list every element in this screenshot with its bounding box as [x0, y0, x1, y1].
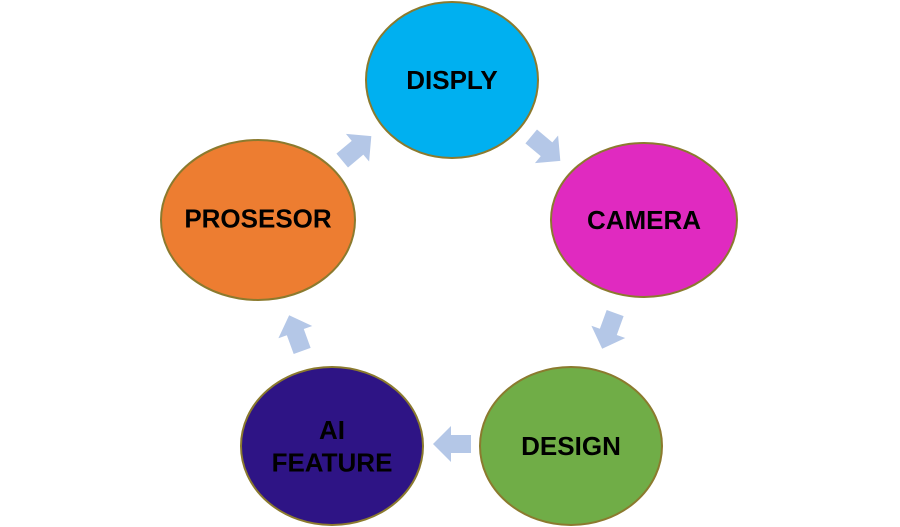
- arrow-processor-to-display: [336, 133, 372, 168]
- arrows: [278, 129, 626, 462]
- node-design-label: DESIGN: [521, 431, 621, 461]
- node-camera-label: CAMERA: [587, 205, 701, 235]
- node-processor: PROSESOR: [160, 139, 356, 301]
- arrow-camera-to-design: [591, 310, 626, 349]
- node-processor-shape: [160, 139, 356, 301]
- arrow-display-to-camera: [525, 129, 561, 164]
- node-camera: CAMERA: [550, 142, 738, 298]
- node-processor-label: PROSESOR: [184, 204, 332, 234]
- arrow-design-to-ai-feature: [433, 426, 471, 462]
- node-camera-shape: [550, 142, 738, 298]
- node-display: DISPLY: [365, 1, 539, 159]
- node-design: DESIGN: [479, 366, 663, 526]
- node-display-shape: [365, 1, 539, 159]
- node-display-label: DISPLY: [406, 65, 498, 95]
- arrow-ai-feature-to-processor: [278, 315, 313, 354]
- node-ai-feature-label: AI: [319, 415, 345, 445]
- node-ai-feature-shape: [240, 366, 424, 526]
- node-ai-feature-label: FEATURE: [272, 447, 393, 477]
- node-design-shape: [479, 366, 663, 526]
